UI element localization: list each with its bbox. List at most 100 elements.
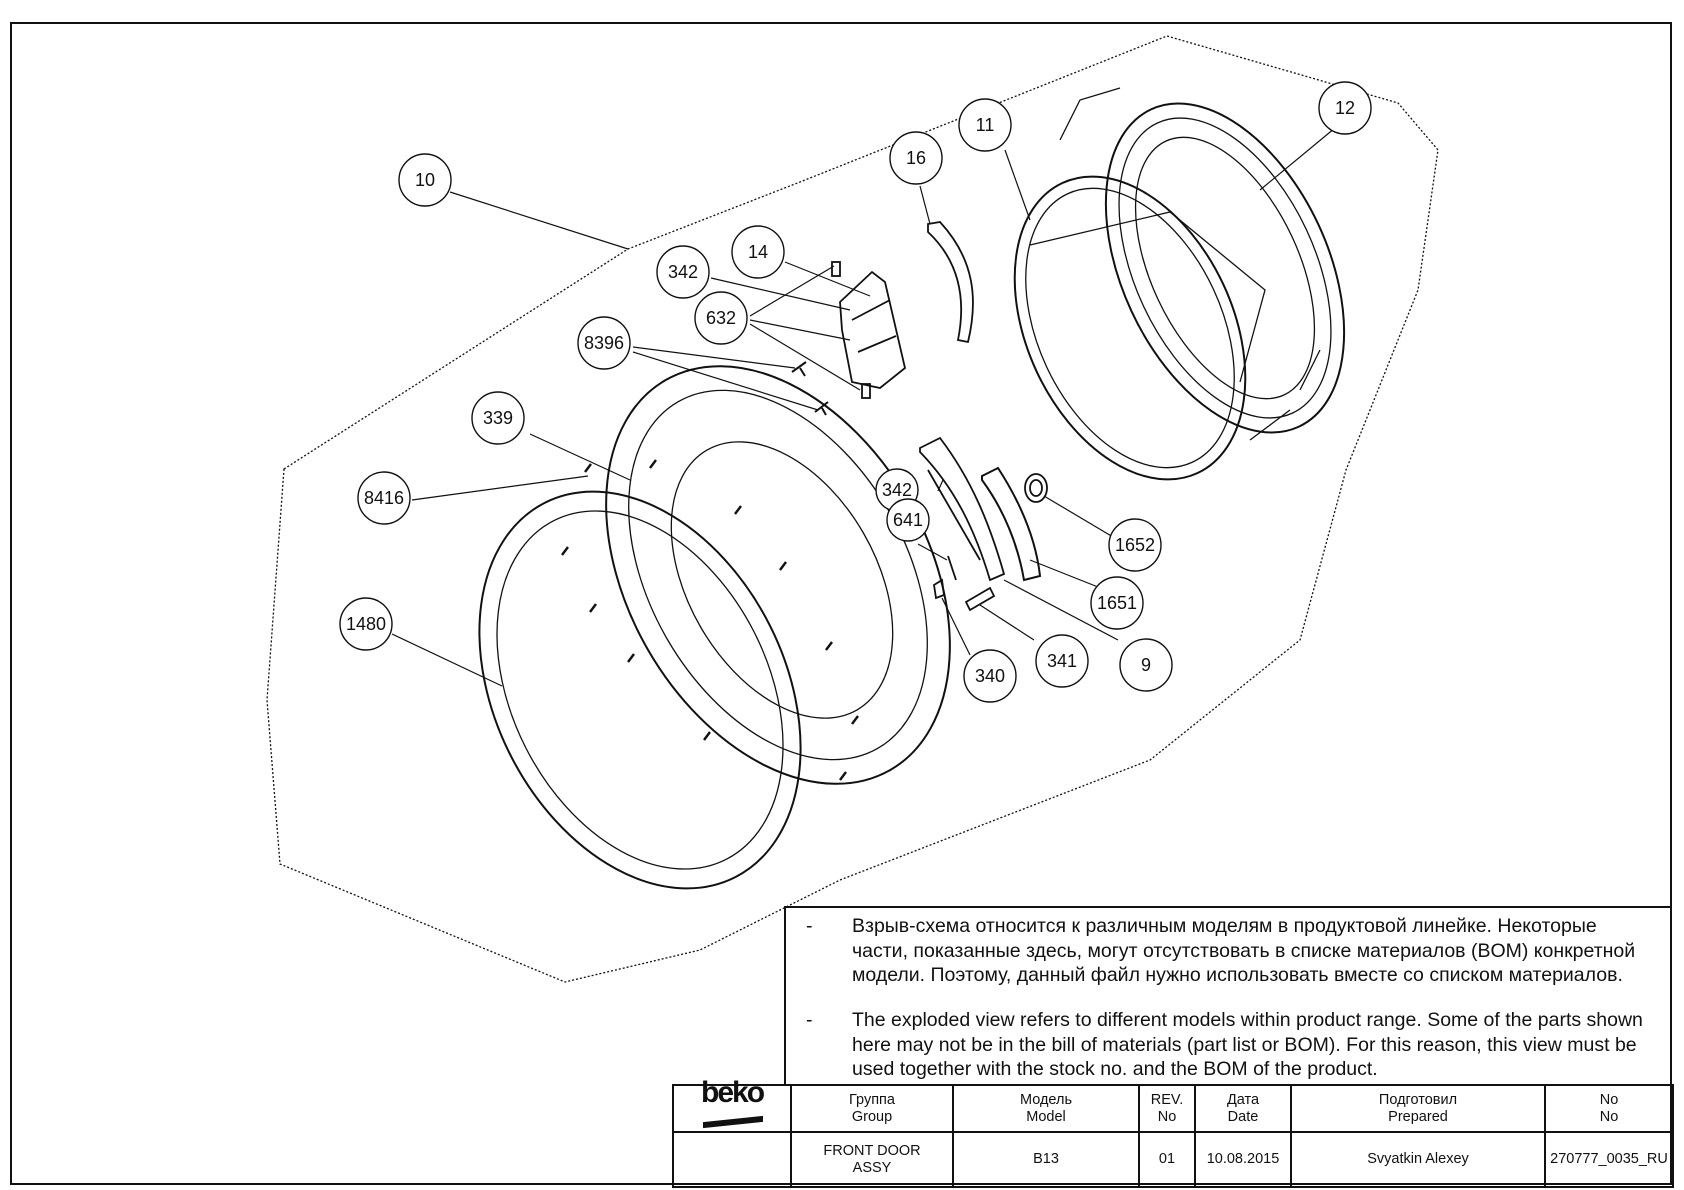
date-header-en: Date <box>1227 1108 1259 1125</box>
group-value-2: ASSY <box>852 1159 892 1176</box>
callout-10: 10 <box>398 153 452 207</box>
part-16-strip <box>927 221 974 344</box>
callout-label: 9 <box>1141 655 1151 675</box>
part-340-341-641-latch <box>933 555 996 612</box>
callout-circle <box>963 649 1017 703</box>
date-value: 10.08.2015 <box>1194 1131 1292 1188</box>
group-value-1: FRONT DOOR <box>823 1142 921 1159</box>
callout-label: 1480 <box>346 614 386 634</box>
rev-value: 01 <box>1138 1131 1196 1188</box>
callout-circle <box>889 131 943 185</box>
group-header-ru: Группа <box>849 1091 895 1108</box>
callout-label: 342 <box>668 262 698 282</box>
logo-underline <box>703 1115 763 1129</box>
callout-label: 10 <box>415 170 435 190</box>
note-english-text: The exploded view refers to different mo… <box>852 1009 1643 1080</box>
callout-layer: 1011121614342632839633984161480342641165… <box>339 81 1372 703</box>
document-number-value: 270777_0035_RU <box>1544 1131 1674 1188</box>
callout-341: 341 <box>1035 634 1089 688</box>
no-header-2: No <box>1599 1108 1619 1125</box>
note-dash: - <box>806 915 813 937</box>
prepared-value: Svyatkin Alexey <box>1290 1131 1546 1188</box>
callout-label: 1651 <box>1097 593 1137 613</box>
callout-label: 1652 <box>1115 535 1155 555</box>
part-1651-handle-cover <box>981 466 1042 582</box>
callout-label: 14 <box>748 242 768 262</box>
callout-circle <box>1035 634 1089 688</box>
callout-632: 632 <box>694 291 748 345</box>
part-1480-front-ring <box>478 490 802 890</box>
model-value: B13 <box>952 1131 1140 1188</box>
rev-header-2: No <box>1157 1108 1177 1125</box>
callout-circle <box>694 291 748 345</box>
callout-11: 11 <box>958 98 1012 152</box>
callout-circle <box>357 471 411 525</box>
logo-wordmark: beko <box>701 1076 765 1109</box>
callout-340: 340 <box>963 649 1017 703</box>
callout-14: 14 <box>731 225 785 279</box>
part-12-back-frame <box>1059 87 1346 441</box>
callout-label: 632 <box>706 308 736 328</box>
group-header-en: Group <box>851 1108 893 1125</box>
callout-8416: 8416 <box>357 471 411 525</box>
callout-9: 9 <box>1119 638 1173 692</box>
prepared-header-ru: Подготовил <box>1378 1091 1458 1108</box>
prepared-header-en: Prepared <box>1388 1108 1448 1125</box>
part-11-door-bowl <box>1013 175 1266 481</box>
callout-circle <box>1108 518 1162 572</box>
callout-label: 12 <box>1335 98 1355 118</box>
assembly-boundary <box>266 35 1439 983</box>
callout-339: 339 <box>471 391 525 445</box>
no-header-1: No <box>1599 1091 1619 1108</box>
callout-circle <box>886 498 930 542</box>
callout-342: 342 <box>656 245 710 299</box>
date-header-ru: Дата <box>1226 1091 1260 1108</box>
logo-cell: beko <box>672 1076 792 1133</box>
notes-box: - Взрыв-схема относится к различным моде… <box>784 906 1672 1084</box>
note-russian-text: Взрыв-схема относится к различным моделя… <box>852 915 1636 986</box>
rev-header-1: REV. <box>1150 1091 1184 1108</box>
logo-blank-cell <box>672 1131 792 1188</box>
callout-8396: 8396 <box>577 316 631 370</box>
part-9-handle <box>919 436 1006 582</box>
callout-circle <box>398 153 452 207</box>
callout-circle <box>656 245 710 299</box>
callout-circle <box>958 98 1012 152</box>
part-1652-bushing <box>1024 473 1048 503</box>
note-english: - The exploded view refers to different … <box>806 1008 1651 1082</box>
callout-label: 8396 <box>584 333 624 353</box>
beko-logo: beko <box>699 1076 765 1129</box>
callout-label: 342 <box>882 480 912 500</box>
callout-circle <box>1119 638 1173 692</box>
callout-16: 16 <box>889 131 943 185</box>
callout-circle <box>577 316 631 370</box>
rev-header: REV.No <box>1138 1084 1196 1133</box>
model-header-en: Model <box>1026 1108 1066 1125</box>
model-header-ru: Модель <box>1019 1091 1073 1108</box>
callout-641: 641 <box>886 498 930 542</box>
callout-label: 339 <box>483 408 513 428</box>
part-339-inner-ring <box>605 365 951 785</box>
callout-circle <box>471 391 525 445</box>
callout-label: 16 <box>906 148 926 168</box>
callout-1480: 1480 <box>339 597 393 651</box>
callout-circle <box>1318 81 1372 135</box>
callout-1652: 1652 <box>1108 518 1162 572</box>
callout-12: 12 <box>1318 81 1372 135</box>
note-dash: - <box>806 1009 813 1031</box>
part-14-hinge <box>831 261 907 399</box>
leader-lines <box>391 127 1336 687</box>
note-russian: - Взрыв-схема относится к различным моде… <box>806 914 1651 988</box>
callout-circle <box>339 597 393 651</box>
ring-screws <box>561 459 859 781</box>
callout-label: 340 <box>975 666 1005 686</box>
